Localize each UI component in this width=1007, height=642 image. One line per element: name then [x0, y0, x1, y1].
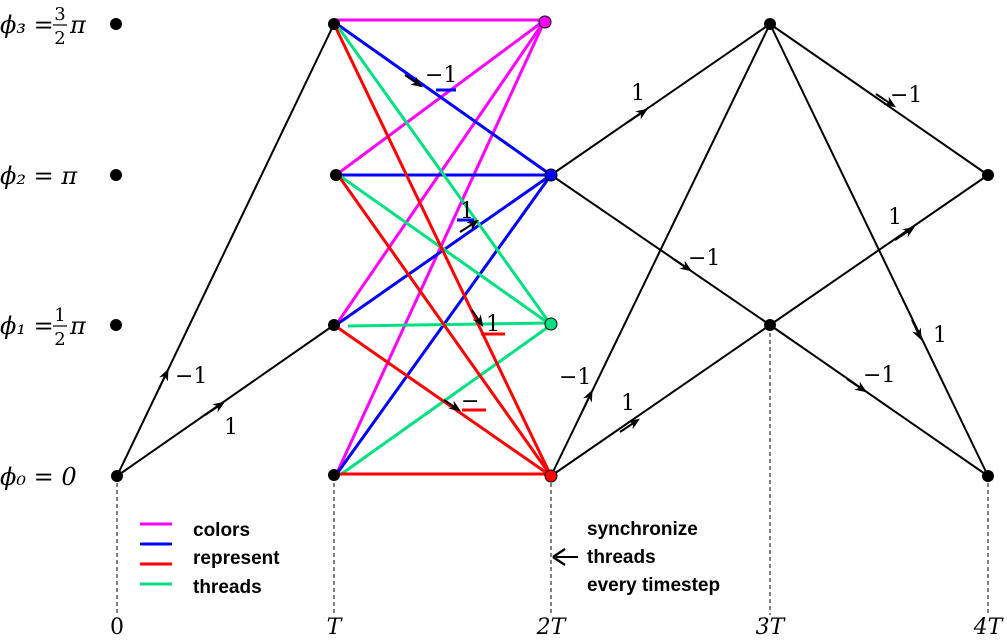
arrow-edge-3Tphi3-phi2	[875, 93, 896, 108]
phase-labels: ϕ₃ = 3 2 π ϕ₂ = π ϕ₁ = 1 2 π ϕ₀ = 0	[0, 4, 87, 491]
edge-label-partial: 1	[486, 312, 500, 337]
edge-label-minus-one: −1	[175, 364, 207, 389]
phi1-frac-num: 1	[54, 305, 65, 326]
node-2T-phi2	[544, 168, 558, 182]
arrow-thread-blue2	[459, 219, 480, 233]
edge-label-minus-one: −1	[863, 363, 895, 388]
edge-label-plus-one: 1	[460, 199, 474, 224]
edge-label-minus-one: −1	[425, 63, 457, 88]
sync-line-2: threads	[587, 547, 656, 568]
arrow-edge-3Tphi1-0	[846, 378, 867, 393]
node-T-phi0	[328, 469, 340, 481]
phi3-frac-num: 3	[54, 4, 65, 25]
sync-line-1: synchronize	[587, 519, 698, 540]
label-phi2: ϕ₂ = π	[0, 162, 78, 190]
legend-text-colors: colors	[193, 520, 250, 541]
edge-label-plus-one: 1	[933, 323, 947, 348]
level-dot-phi3	[110, 18, 122, 30]
red-edge	[336, 174, 553, 477]
phi1-frac-den: 2	[54, 329, 65, 350]
edge-3Tphi3-to-4Tphi2	[769, 23, 989, 176]
sync-line-3: every timestep	[587, 575, 720, 596]
legend-text-represent: represent	[193, 548, 280, 569]
edge-2T-to-3T-phi3	[550, 23, 771, 176]
edge-arrows	[158, 93, 922, 433]
red-thread	[332, 23, 553, 478]
blue-edge	[333, 20, 552, 177]
edge-3Tphi1-to-4Tphi2	[769, 174, 989, 326]
tick-T: T	[327, 615, 344, 637]
legend: colors represent threads	[140, 520, 280, 598]
red-edge	[332, 23, 553, 477]
edge-label-minus-one: −1	[688, 246, 720, 271]
edge-label-minus-one: −1	[559, 365, 591, 390]
arrow-edge-3Tphi3-0	[911, 319, 922, 341]
label-phi1: ϕ₁ = 1 2 π	[0, 305, 87, 350]
edge-label-minus-sign: −	[461, 389, 479, 414]
edge-label-plus-one: 1	[888, 205, 902, 230]
node-4T-phi2	[982, 169, 994, 181]
arrow-thread-blue	[404, 74, 423, 88]
time-guides	[116, 326, 989, 615]
edge-3Tphi1-to-4T0	[769, 324, 989, 477]
label-phi3: ϕ₃ = 3 2 π	[0, 4, 87, 49]
label-underlines	[436, 88, 505, 412]
arrow-edge-0-phi3	[158, 368, 169, 390]
arrow-edge-3Tphi1-phi2	[894, 226, 915, 241]
node-2T-phi0	[544, 469, 558, 483]
arrow-edge-2T0-phi1	[619, 418, 640, 433]
edge-0-to-phi1	[116, 324, 335, 477]
arrow-edge-2T-phi1	[671, 257, 692, 272]
arrow-thread-red	[471, 309, 484, 327]
node-2T-phi3	[538, 15, 552, 29]
legend-text-threads: threads	[193, 577, 262, 598]
black-edges	[116, 23, 989, 477]
phi1-prefix: ϕ₁ =	[0, 312, 54, 340]
node-2T-phi1	[544, 317, 558, 331]
node-4T-phi0	[982, 470, 994, 482]
node-3T-phi3	[764, 18, 776, 30]
lattice-nodes	[110, 15, 994, 483]
node-T-phi2	[330, 169, 342, 181]
arrow-edge-0-phi1	[204, 401, 225, 416]
label-phi0: ϕ₀ = 0	[0, 463, 77, 491]
edge-label-plus-one: 1	[631, 81, 645, 106]
edge-labels: −1 1 −1 1 1 − 1 −1 −1 1 −1 1 1 −1	[175, 63, 947, 440]
phi3-frac-den: 2	[54, 28, 65, 49]
arrow-edge-2T-phi3	[627, 108, 648, 123]
level-dot-phi1	[110, 319, 122, 331]
phi3-prefix: ϕ₃ =	[0, 11, 54, 39]
sync-arrow-head	[552, 547, 566, 567]
tick-0: 0	[110, 615, 124, 637]
phi1-tail: π	[69, 312, 87, 340]
node-T-phi3	[328, 18, 340, 30]
edge-2T0-to-3Tphi1	[550, 324, 771, 477]
level-dot-phi2	[110, 169, 122, 181]
node-0-phi0	[111, 470, 123, 482]
tick-3T: 3T	[756, 615, 787, 637]
green-edge	[339, 174, 552, 327]
time-axis: 0 T 2T 3T 4T	[110, 615, 1005, 640]
edge-label-plus-one: 1	[224, 415, 238, 440]
tick-2T: 2T	[536, 615, 568, 637]
node-3T-phi1	[764, 319, 776, 331]
edge-label-minus-one: −1	[890, 83, 922, 108]
green-edge	[334, 23, 553, 326]
arrow-thread-red2	[443, 399, 461, 412]
red-edge	[333, 323, 552, 478]
edge-label-plus-one: 1	[621, 391, 635, 416]
sync-annotation: synchronize threads every timestep	[552, 519, 720, 596]
tick-4T: 4T	[973, 615, 1005, 637]
thread-arrows	[404, 74, 484, 412]
arrow-edge-2T0-phi3	[582, 389, 593, 411]
phi3-tail: π	[69, 11, 87, 39]
node-T-phi1	[328, 319, 340, 331]
green-edge	[347, 321, 552, 328]
thread-edges	[332, 18, 553, 478]
edge-0-to-phi3	[116, 23, 335, 477]
